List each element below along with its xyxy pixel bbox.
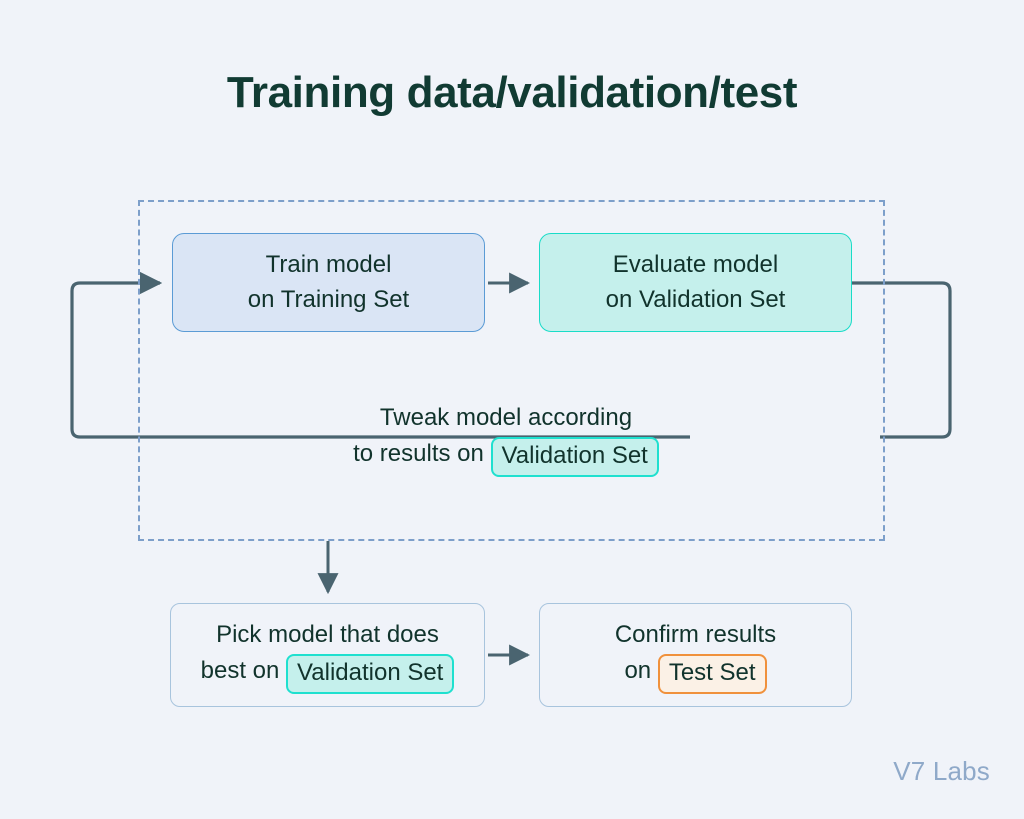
node-evaluate-line2: on Validation Set (605, 285, 786, 313)
node-tweak-model: Tweak model according to results on Vali… (326, 400, 686, 477)
node-confirm-line1: Confirm results (614, 621, 777, 649)
page-title: Training data/validation/test (226, 68, 798, 117)
node-pick-model[interactable]: Pick model that does best on Validation … (170, 603, 485, 707)
validation-set-pill: Validation Set (490, 437, 659, 477)
node-confirm-results[interactable]: Confirm results on Test Set (539, 603, 852, 707)
node-evaluate-model[interactable]: Evaluate model on Validation Set (539, 233, 852, 332)
node-pick-line2-prefix: best on (200, 657, 280, 685)
node-tweak-line2: to results on Validation Set (353, 435, 659, 477)
node-pick-line2: best on Validation Set (200, 652, 455, 694)
node-tweak-line1: Tweak model according (379, 404, 633, 432)
test-set-pill: Test Set (657, 654, 767, 694)
node-confirm-line2-prefix: on (624, 657, 652, 685)
node-evaluate-line1: Evaluate model (612, 251, 779, 279)
validation-set-pill: Validation Set (286, 654, 455, 694)
node-tweak-line2-prefix: to results on (353, 440, 484, 468)
node-train-line2: on Training Set (247, 285, 410, 313)
node-train-model[interactable]: Train model on Training Set (172, 233, 485, 332)
node-confirm-line2: on Test Set (624, 652, 767, 694)
watermark-v7-labs: V7 Labs (893, 756, 990, 786)
training-loop-region (138, 200, 885, 541)
node-train-line1: Train model (265, 251, 392, 279)
node-pick-line1: Pick model that does (216, 621, 439, 649)
